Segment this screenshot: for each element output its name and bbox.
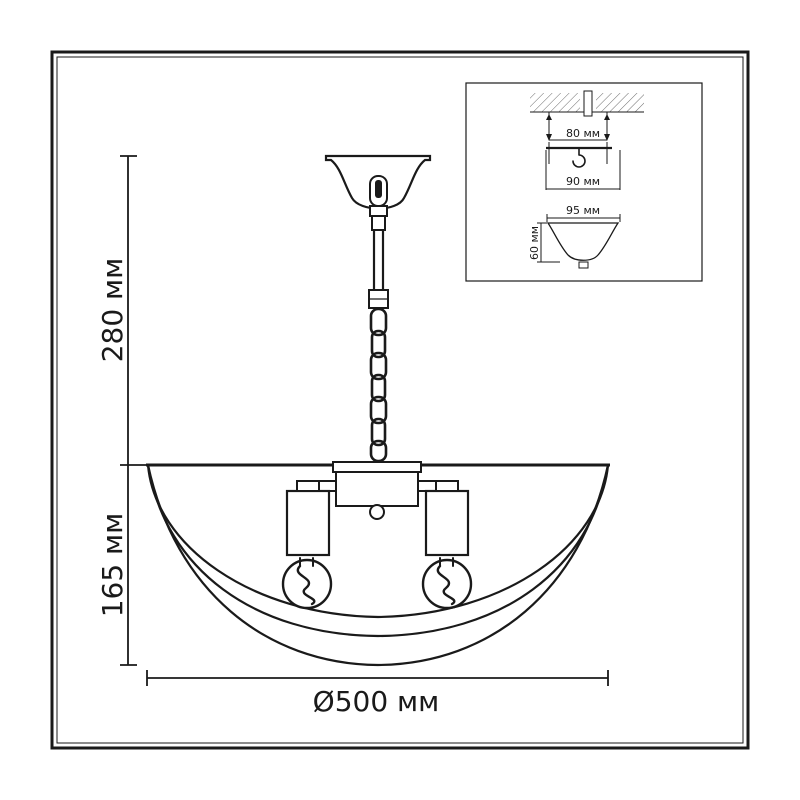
- bracket-spacing-label: 80 мм: [566, 127, 600, 140]
- ceiling-canopy: [324, 154, 432, 210]
- canopy-width-label: 95 мм: [566, 204, 600, 217]
- drawing-frame: [50, 50, 750, 750]
- screw-arrows: [546, 112, 610, 141]
- mount-detail-inset: 80 мм 90 мм 95 мм: [465, 82, 703, 282]
- canopy-height-dimension: 60 мм: [528, 222, 560, 263]
- right-bulb-icon: [421, 557, 473, 610]
- height-top-label: 280 мм: [96, 258, 129, 363]
- right-lamp-socket: [424, 480, 470, 557]
- canopy-height-label: 60 мм: [528, 226, 541, 260]
- bracket-width-dimension: 90 мм: [545, 150, 621, 190]
- diameter-label: Ø500 мм: [313, 685, 440, 718]
- left-bulb-icon: [281, 557, 333, 610]
- ceiling-section: [530, 90, 644, 117]
- mounting-bracket: [546, 142, 612, 168]
- central-holder: [298, 461, 457, 520]
- vertical-dimensions: 280 мм 165 мм: [96, 155, 146, 666]
- height-bottom-label: 165 мм: [96, 513, 129, 618]
- canopy-detail: [546, 222, 620, 269]
- chandelier: [146, 154, 610, 667]
- hook-icon: [572, 147, 586, 168]
- suspension-chain: [369, 307, 388, 463]
- bracket-spacing-dimension: 80 мм: [549, 127, 607, 141]
- suspension-rod: [368, 205, 389, 309]
- left-lamp-socket: [285, 480, 331, 557]
- diameter-dimension: Ø500 мм: [146, 670, 609, 718]
- canopy-width-dimension: 95 мм: [546, 204, 621, 222]
- bracket-width-label: 90 мм: [566, 175, 600, 188]
- finial-ball: [369, 504, 385, 520]
